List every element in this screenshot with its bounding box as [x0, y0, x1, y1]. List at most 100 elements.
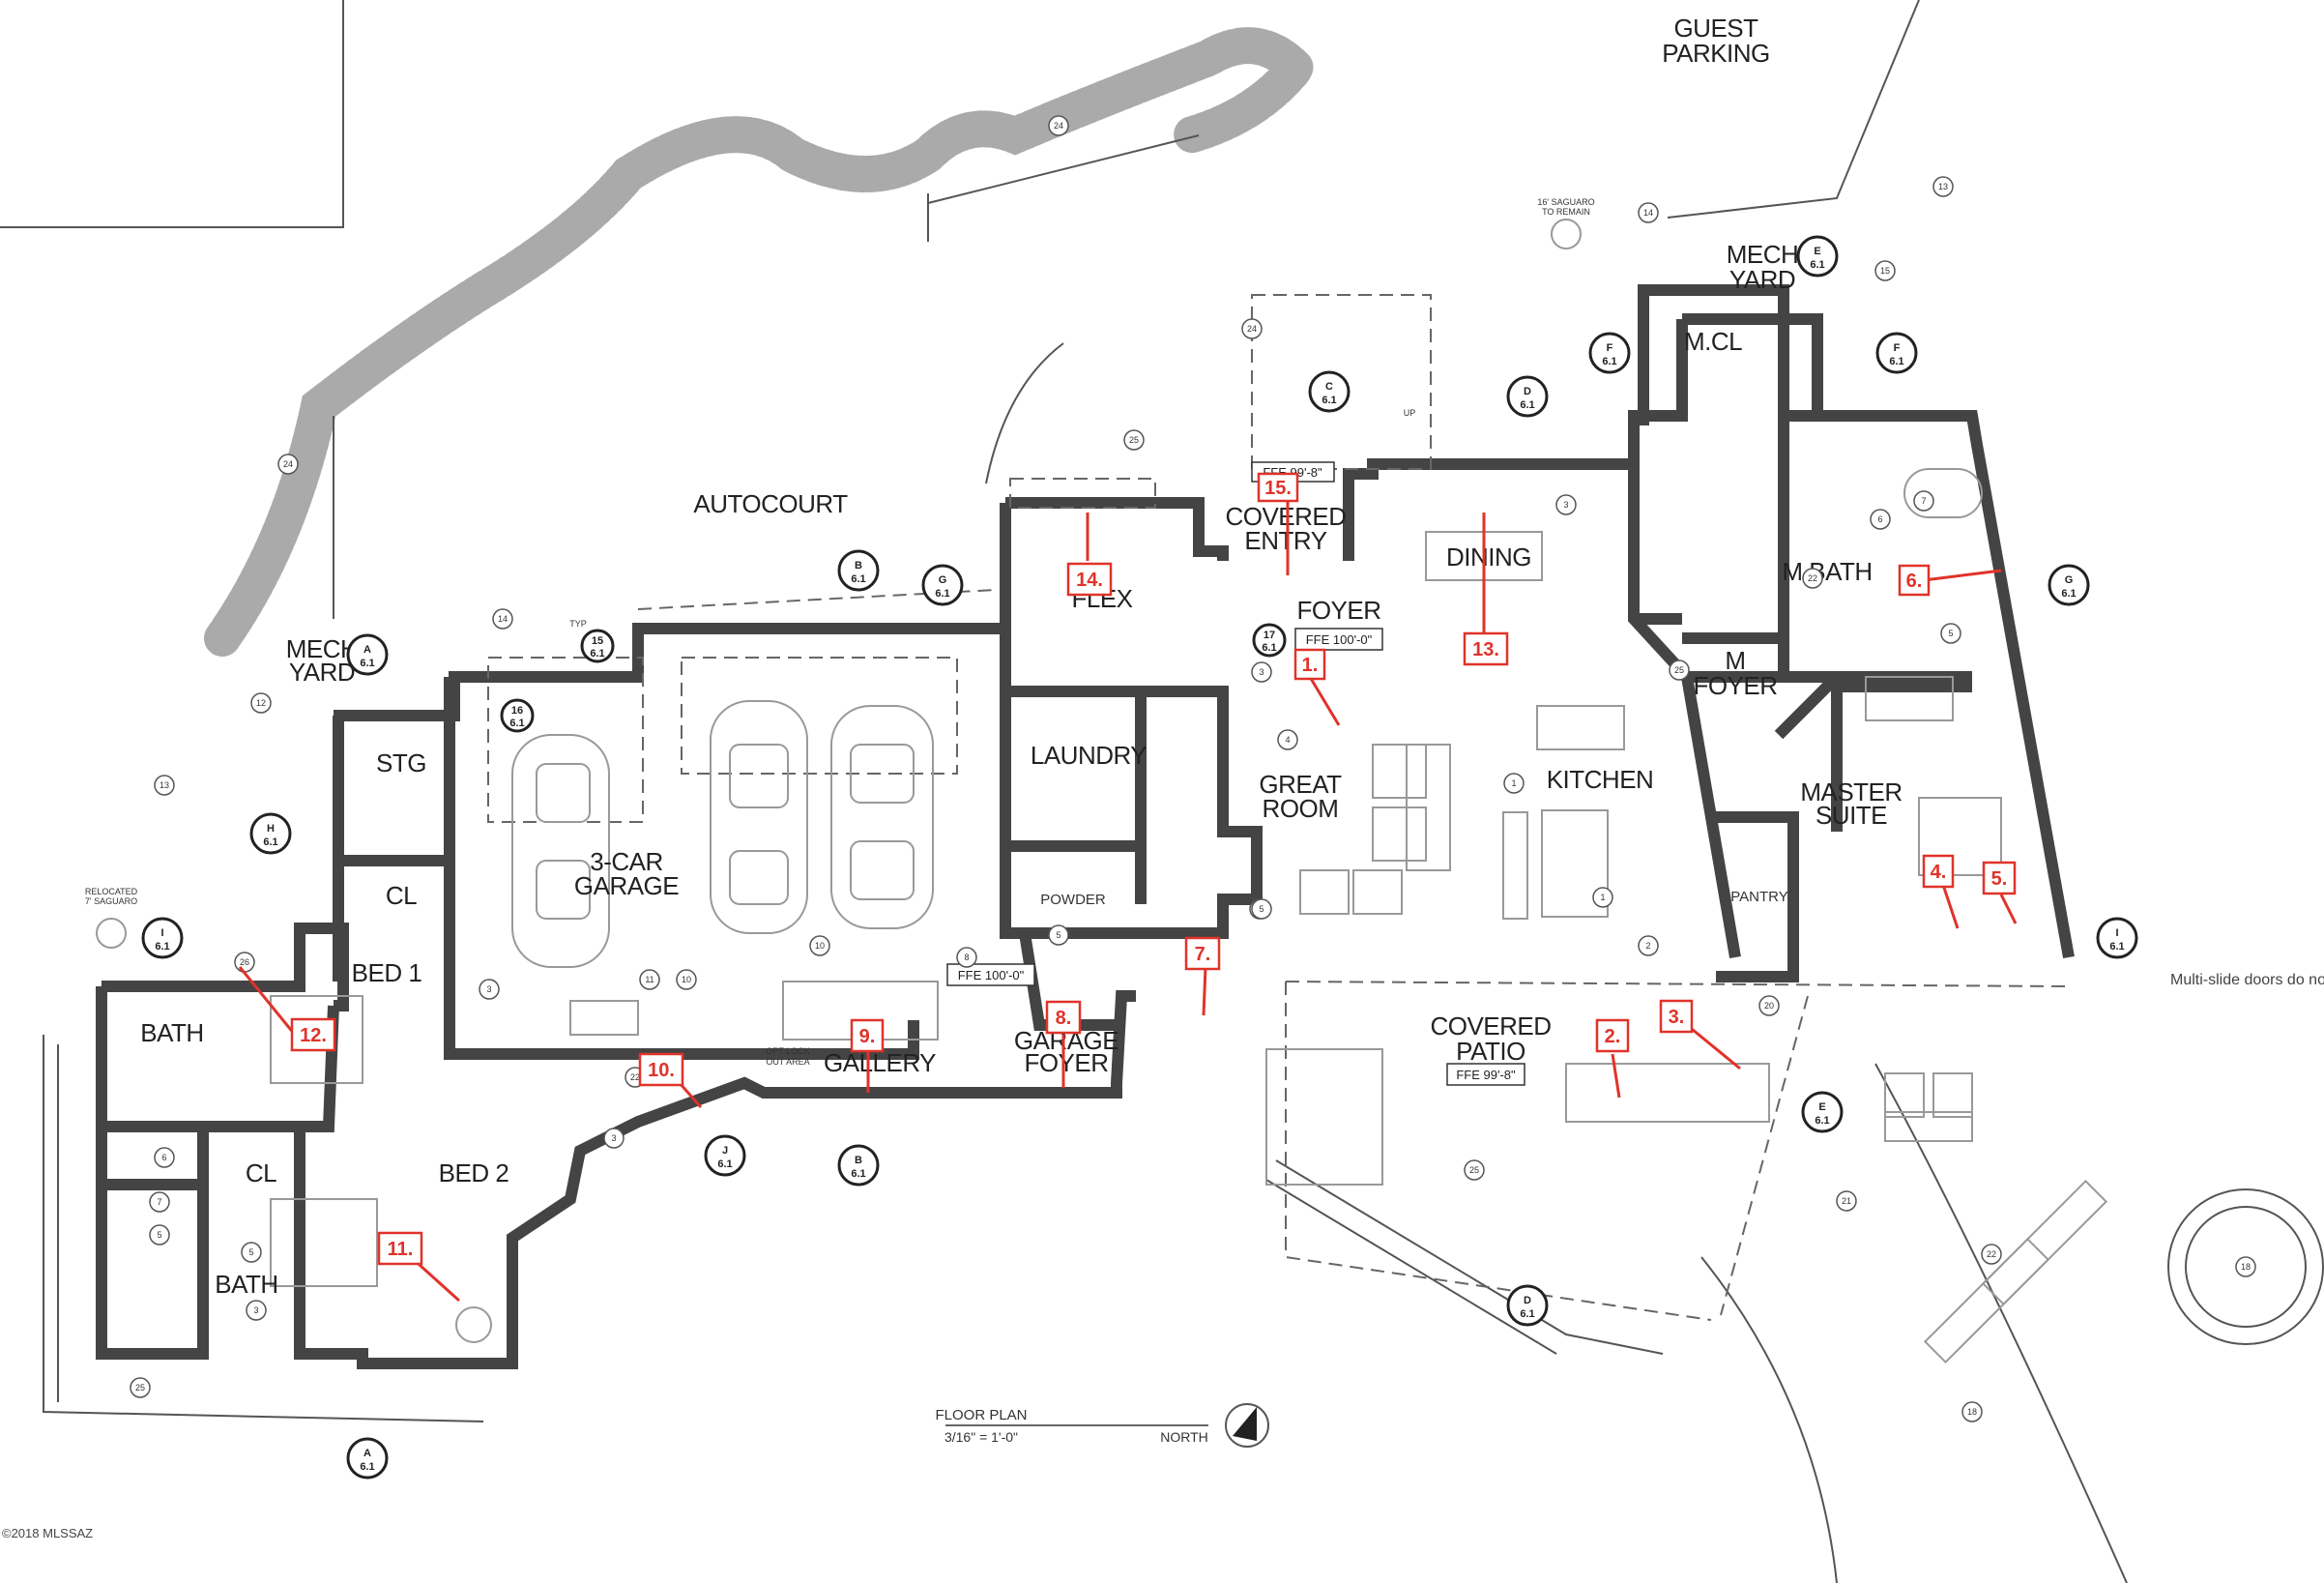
keynote: 2	[1645, 941, 1650, 951]
room-label-mech-yard-2: YARD	[289, 658, 355, 687]
room-label-garage-2: GARAGE	[574, 871, 679, 900]
ffe-patio: FFE 99'-8"	[1456, 1068, 1516, 1082]
note-typ: TYP	[569, 619, 587, 629]
room-label-mech-yard-top: MECH	[1727, 240, 1799, 269]
room-label-powder: POWDER	[1040, 892, 1106, 908]
section-letter: 15	[592, 635, 603, 647]
section-marker-g-flex: G 6.1	[921, 564, 964, 606]
section-letter: B	[855, 1155, 862, 1166]
keynote: 3	[486, 984, 491, 994]
keynote: 25	[1469, 1165, 1479, 1175]
section-markers: B 6.1 G 6.1 C 6.1 D 6.1 E 6.1 F 6.1	[141, 235, 2138, 1480]
photo-marker-3: 3.	[1669, 1007, 1685, 1028]
section-letter: G	[939, 574, 947, 586]
dashed-outlines	[487, 294, 2070, 1321]
keynote: 6	[161, 1153, 166, 1162]
room-label-stg: STG	[376, 748, 426, 777]
room-label-great-room: GREAT	[1259, 770, 1342, 799]
copyright: ©2018 MLSSAZ	[2, 1526, 93, 1540]
keynote: 25	[1129, 435, 1139, 445]
keynote: 24	[283, 459, 293, 469]
room-label-laundry: LAUNDRY	[1031, 741, 1147, 770]
keynote: 1	[1511, 778, 1516, 788]
keynote: 22	[1808, 573, 1817, 583]
section-letter: E	[1818, 1101, 1825, 1113]
room-label-mfoyer-2: FOYER	[1693, 671, 1777, 700]
section-letter: 17	[1264, 630, 1275, 641]
section-letter: I	[160, 927, 163, 939]
keynote: 7	[157, 1197, 161, 1207]
section-letter: E	[1814, 246, 1820, 257]
section-marker-f-right: F 6.1	[1875, 332, 1918, 374]
room-label-opt-lock-2: OUT AREA	[766, 1057, 809, 1067]
photo-marker-14: 14.	[1076, 570, 1103, 591]
keynote: 18	[2241, 1262, 2251, 1272]
keynote: 3	[1563, 500, 1568, 510]
section-sheet: 6.1	[360, 1461, 374, 1473]
section-letter: C	[1325, 381, 1333, 393]
section-sheet: 6.1	[1810, 259, 1824, 271]
section-sheet: 6.1	[590, 648, 604, 660]
note-multislide: Multi-slide doors do not	[2170, 972, 2324, 988]
room-label-cl-bed2: CL	[246, 1158, 276, 1187]
note-up: UP	[1404, 408, 1416, 418]
section-marker-c: C 6.1	[1308, 370, 1351, 413]
room-label-bath2: BATH	[215, 1270, 277, 1299]
photo-marker-5: 5.	[1991, 868, 2008, 890]
title-floor-plan: FLOOR PLAN	[935, 1407, 1027, 1423]
keynote: 1	[1600, 893, 1605, 902]
room-label-mech-yard: MECH	[286, 634, 359, 663]
room-label-master-suite-2: SUITE	[1816, 801, 1887, 830]
keynote: 25	[135, 1383, 145, 1392]
section-letter: A	[363, 1448, 371, 1459]
keynote: 14	[498, 614, 508, 624]
photo-markers: 1. 2. 3. 4. 5. 6. 7. 8. 9. 10. 11. 12. 1…	[290, 472, 2017, 1266]
keynote: 5	[1259, 904, 1264, 914]
title-scale: 3/16" = 1'-0"	[944, 1429, 1018, 1445]
keynote: 5	[248, 1247, 253, 1257]
section-sheet: 6.1	[360, 658, 374, 669]
garage-cars	[511, 700, 934, 968]
section-sheet: 6.1	[1815, 1115, 1829, 1127]
section-marker-17: 17 6.1	[1252, 623, 1287, 658]
section-marker-e-bottom: E 6.1	[1801, 1091, 1844, 1133]
room-label-dining: DINING	[1446, 542, 1531, 572]
keynote: 13	[1938, 182, 1948, 191]
keynote: 26	[240, 957, 249, 967]
ffe-main: FFE 100'-0"	[1306, 632, 1373, 647]
room-label-cl-bed1: CL	[386, 881, 417, 910]
section-marker-a-bottom: A 6.1	[346, 1437, 389, 1480]
section-sheet: 6.1	[263, 836, 277, 848]
room-label-covered-patio-2: PATIO	[1456, 1037, 1525, 1066]
photo-marker-7: 7.	[1195, 944, 1211, 965]
section-sheet: 6.1	[1322, 395, 1336, 406]
furniture	[96, 219, 2108, 1364]
room-label-gallery: GALLERY	[824, 1048, 936, 1077]
section-marker-d-top: D 6.1	[1506, 375, 1549, 418]
keynote: 25	[1674, 665, 1684, 675]
section-letter: G	[2065, 574, 2074, 586]
keynote: 3	[1259, 667, 1264, 677]
section-marker-16: 16 6.1	[500, 698, 535, 733]
room-label-mbath: M.BATH	[1782, 557, 1872, 586]
section-sheet: 6.1	[1520, 1308, 1534, 1320]
room-label-garage: 3-CAR	[590, 847, 663, 876]
photo-marker-arrows	[238, 498, 2018, 1303]
note-saguaro-remain-2: TO REMAIN	[1542, 207, 1590, 217]
section-letter: A	[363, 644, 371, 656]
room-label-covered-patio: COVERED	[1430, 1011, 1551, 1041]
section-marker-d-bottom: D 6.1	[1506, 1284, 1549, 1327]
section-sheet: 6.1	[1520, 399, 1534, 411]
section-letter: F	[1607, 342, 1613, 354]
interior-walls	[102, 284, 1972, 1354]
keynote: 22	[1987, 1249, 1996, 1259]
room-label-bed1: BED 1	[352, 958, 422, 987]
room-label-covered-entry: COVERED	[1225, 502, 1346, 531]
north-arrow-icon	[1233, 1407, 1257, 1441]
room-label-mfoyer: M	[1725, 646, 1745, 675]
section-marker-h: H 6.1	[249, 812, 292, 855]
keynote: 8	[964, 953, 969, 962]
room-label-pantry: PANTRY	[1730, 889, 1787, 905]
section-marker-a-top: A 6.1	[346, 633, 389, 676]
